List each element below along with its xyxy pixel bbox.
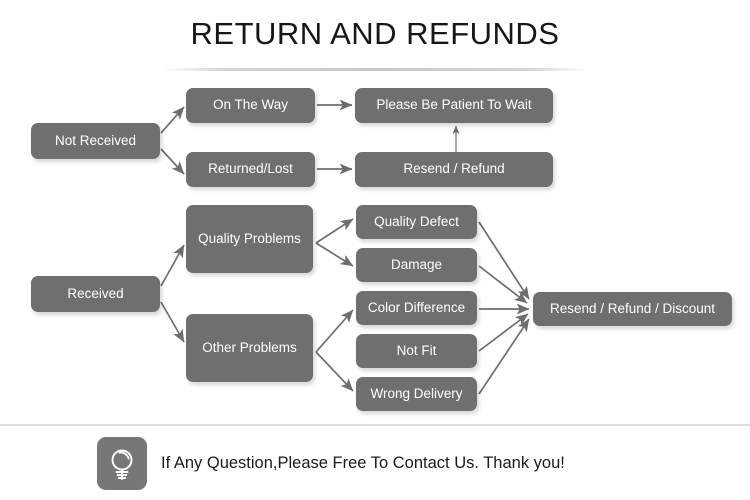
node-other-problems[interactable]: Other Problems — [186, 314, 313, 382]
title-divider — [163, 68, 589, 71]
edge-not-received-to-returned-lost — [160, 148, 185, 175]
page-title: RETURN AND REFUNDS — [190, 16, 560, 51]
node-wrong-delivery[interactable]: Wrong Delivery — [356, 377, 477, 411]
footer-message: If Any Question,Please Free To Contact U… — [161, 454, 565, 472]
edge-received-to-quality-problems — [160, 244, 185, 287]
node-on-the-way[interactable]: On The Way — [186, 88, 315, 123]
edge-wrong-delivery-to-resend-refund-discount — [478, 318, 530, 395]
footer-divider — [0, 424, 750, 426]
edge-not-received-to-on-the-way — [160, 106, 185, 134]
node-quality-problems[interactable]: Quality Problems — [186, 205, 313, 273]
node-not-received[interactable]: Not Received — [31, 123, 160, 159]
edge-damage-to-resend-refund-discount — [478, 265, 528, 304]
lightbulb-icon — [97, 437, 147, 490]
edge-quality-problems-to-quality-defect — [315, 218, 354, 244]
edge-quality-defect-to-resend-refund-discount — [478, 221, 530, 300]
edge-other-problems-to-wrong-delivery — [315, 351, 354, 392]
node-quality-defect[interactable]: Quality Defect — [356, 205, 477, 239]
node-received[interactable]: Received — [31, 276, 160, 312]
edge-not-fit-to-resend-refund-discount — [478, 313, 529, 352]
edge-other-problems-to-color-difference — [315, 309, 354, 353]
node-please-be-patient-to-wait[interactable]: Please Be Patient To Wait — [355, 88, 553, 123]
footer: If Any Question,Please Free To Contact U… — [97, 437, 565, 490]
edge-quality-problems-to-damage — [315, 242, 354, 267]
node-damage[interactable]: Damage — [356, 248, 477, 282]
node-resend-refund-discount[interactable]: Resend / Refund / Discount — [533, 292, 732, 326]
node-returned-lost[interactable]: Returned/Lost — [186, 152, 315, 187]
node-color-difference[interactable]: Color Difference — [356, 291, 477, 325]
node-not-fit[interactable]: Not Fit — [356, 334, 477, 368]
node-resend-refund[interactable]: Resend / Refund — [355, 152, 553, 187]
edge-received-to-other-problems — [160, 301, 185, 343]
